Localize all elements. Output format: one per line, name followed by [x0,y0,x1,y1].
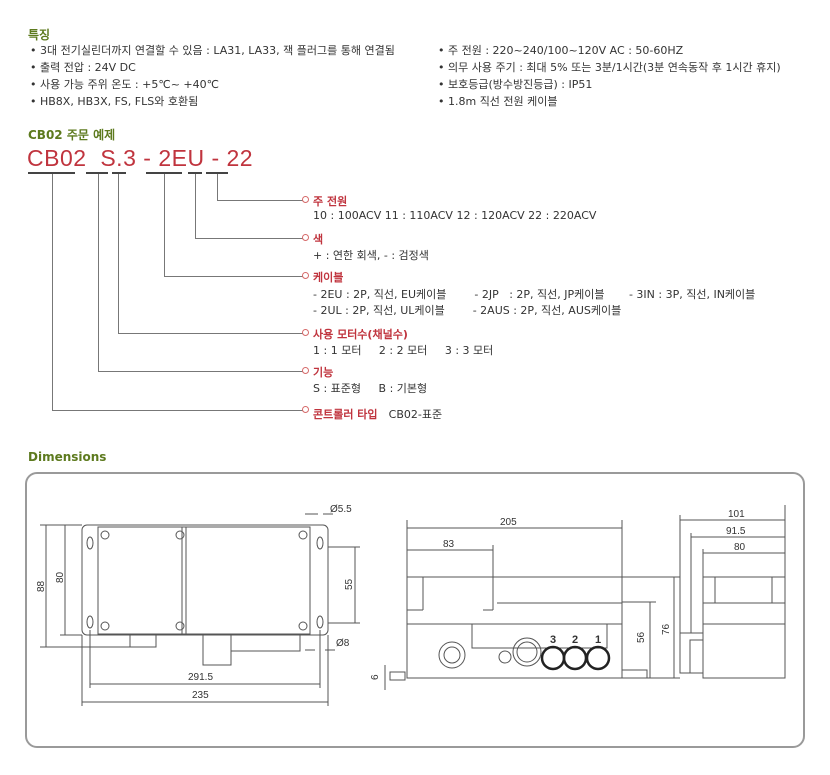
section-power-desc: 10 : 100ACV 11 : 110ACV 12 : 120ACV 22 :… [313,209,597,222]
bullet-circle-icon [302,329,309,336]
section-color-desc: + : 연한 회색, - : 검정색 [313,249,429,262]
dim-83: 83 [443,539,455,550]
dimensions-title: Dimensions [28,450,107,464]
section-controller-label: 콘트롤러 타입 [313,408,378,421]
bullet-circle-icon [302,196,309,203]
underline [188,172,202,174]
features-right-list: • 주 전원 : 220~240/100~120V AC : 50-60HZ •… [438,42,781,110]
connector-line [118,174,119,334]
code-color: - [211,145,220,171]
section-cable-desc: - 2EU : 2P, 직선, EU케이블 - 2JP : 2P, 직선, JP… [313,288,756,301]
dim-hole-8: Ø8 [336,638,350,649]
port-label-3: 3 [550,634,556,646]
port-label-2: 2 [572,634,578,646]
connector-line [52,174,53,411]
feature-item: • 3대 전기실린더까지 연결할 수 있음 : LA31, LA33, 잭 플러… [30,44,395,57]
dimensions-drawing-frame [25,472,805,748]
connector-line [98,371,303,372]
section-function-label: 기능 [313,366,334,379]
dim-56: 56 [636,631,647,643]
dim-101: 101 [728,509,745,520]
dim-91-5: 91.5 [726,526,746,537]
features-left-list: • 3대 전기실린더까지 연결할 수 있음 : LA31, LA33, 잭 플러… [30,42,395,110]
bullet-circle-icon [302,367,309,374]
connector-line [98,174,99,372]
connector-line [164,276,303,277]
dim-55: 55 [344,578,355,590]
bullet-circle-icon [302,272,309,279]
section-cable-desc: - 2UL : 2P, 직선, UL케이블 - 2AUS : 2P, 직선, A… [313,304,622,317]
feature-item: • 주 전원 : 220~240/100~120V AC : 50-60HZ [438,44,684,57]
underline [28,172,75,174]
order-code: CB02 S.3 - 2EU - 22 [27,145,253,172]
feature-item: • 보호등급(방수방진등급) : IP51 [438,78,593,91]
section-color-label: 색 [313,233,324,246]
connector-line [217,174,218,201]
dim-76: 76 [661,623,672,635]
section-controller: 콘트롤러 타입 CB02-표준 [313,403,442,422]
dim-291-5: 291.5 [188,672,213,683]
section-controller-desc: CB02-표준 [388,408,443,421]
dim-80: 80 [55,571,66,583]
end-view [679,505,786,679]
bullet-circle-icon [302,406,309,413]
feature-item: • 1.8m 직선 전원 케이블 [438,95,558,108]
dim-235: 235 [192,690,209,701]
dim-hole-5-5: Ø5.5 [330,504,352,515]
code-model: CB02 [27,145,87,171]
bullet-circle-icon [302,234,309,241]
dim-205: 205 [500,517,517,528]
feature-item: • 사용 가능 주위 온도 : +5℃~ +40℃ [30,78,219,91]
connector-line [195,238,303,239]
section-function-desc: S : 표준형 B : 기본형 [313,382,428,395]
underline [112,172,126,174]
features-title: 특징 [28,28,51,42]
feature-item: • 출력 전압 : 24V DC [30,61,136,74]
section-power-label: 주 전원 [313,195,348,208]
connector-line [195,174,196,239]
connector-line [217,200,303,201]
code-power: 22 [226,145,254,171]
code-cable: 2EU [158,145,205,171]
feature-item: • HB8X, HB3X, FS, FLS와 호환됨 [30,95,199,108]
connector-line [52,410,303,411]
section-motors-desc: 1 : 1 모터 2 : 2 모터 3 : 3 모터 [313,344,494,357]
connector-line [164,174,165,277]
dim-88: 88 [36,580,47,592]
section-cable-label: 케이블 [313,271,344,284]
underline [86,172,108,174]
code-function: S. [100,145,124,171]
code-motors: 3 [123,145,137,171]
port-label-1: 1 [595,634,601,646]
front-view [40,513,406,706]
code-dash: - [143,145,152,171]
dim-80-end: 80 [734,542,746,553]
feature-item: • 의무 사용 주기 : 최대 5% 또는 3분/1시간(3분 연속동작 후 1… [438,61,781,74]
order-example-title: CB02 주문 예제 [28,128,116,142]
dim-6: 6 [370,674,381,680]
underline [206,172,228,174]
side-view [406,520,680,679]
connector-line [118,333,303,334]
underline [146,172,182,174]
section-motors-label: 사용 모터수(채널수) [313,328,408,341]
